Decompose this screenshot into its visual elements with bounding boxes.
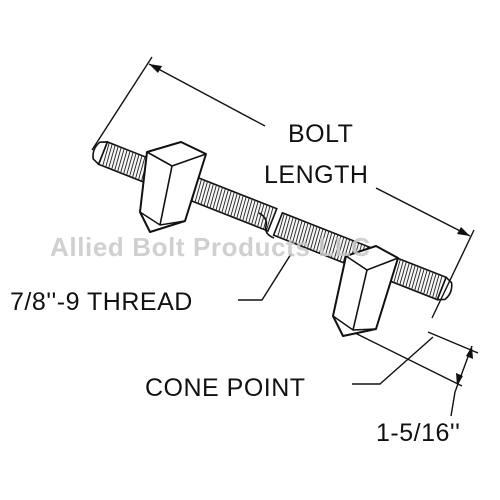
thread-line — [197, 180, 205, 204]
thread-line — [203, 182, 211, 206]
thread-line — [105, 143, 113, 168]
point-length-arrow-bottom — [456, 373, 463, 386]
thread-line — [257, 203, 265, 228]
thread-line — [129, 153, 137, 177]
thread-line — [327, 233, 336, 257]
thread-line — [426, 272, 434, 296]
thread-line — [245, 198, 253, 223]
thread-line — [283, 215, 291, 240]
thread-line — [333, 235, 342, 260]
bolt-length-label-line1: BOLT — [288, 120, 353, 148]
thread-line — [298, 221, 306, 246]
thread-line — [236, 195, 244, 219]
point-length-extension-top — [427, 331, 479, 354]
point-length-leader — [450, 391, 456, 417]
thread-line — [277, 213, 285, 237]
thread-line — [432, 274, 440, 298]
thread-line — [423, 270, 431, 295]
thread-line — [221, 189, 229, 213]
thread-line — [336, 236, 345, 261]
thread-line — [330, 234, 339, 259]
bolt-length-arrow-left — [149, 64, 162, 73]
thread-line — [342, 239, 351, 263]
thread-line — [301, 222, 309, 247]
thread-line — [312, 227, 321, 251]
thread-line — [324, 232, 333, 256]
watermark-text: Allied Bolt Products LLC — [50, 232, 371, 262]
thread-line — [209, 184, 217, 209]
thread-line — [194, 178, 203, 203]
thread-line — [396, 260, 404, 284]
thread-line — [102, 142, 110, 167]
thread-line — [339, 238, 348, 262]
thread-line — [417, 268, 425, 293]
bolt-length-dimension-line-right — [375, 187, 471, 237]
thread-line — [414, 267, 422, 291]
bolt-length-dimension-line-left — [148, 63, 266, 127]
thread-line — [239, 196, 247, 220]
thread-line — [111, 146, 119, 170]
thread-line — [292, 219, 300, 243]
thread-line — [135, 155, 143, 179]
thread-line — [315, 228, 324, 253]
thread-line — [429, 273, 437, 297]
thread-line — [242, 197, 250, 222]
thread-line — [304, 224, 312, 248]
cone-point-label: CONE POINT — [145, 374, 306, 402]
point-length-arrow-top — [466, 346, 473, 359]
thread-leader-line — [238, 253, 292, 301]
thread-line — [280, 214, 288, 239]
thread-line — [318, 229, 327, 254]
thread-line — [117, 148, 125, 172]
thread-line — [295, 220, 303, 244]
thread-line — [215, 187, 223, 211]
thread-line — [224, 190, 232, 215]
thread-line — [212, 185, 220, 210]
left-cone-point — [92, 141, 109, 166]
bolt-length-label-line2: LENGTH — [264, 161, 368, 189]
thread-line — [218, 188, 226, 212]
right-hex-nut — [332, 245, 399, 337]
thread-line — [310, 226, 318, 250]
thread-line — [120, 149, 128, 174]
thread-line — [138, 156, 146, 181]
thread-spec-label: 7/8''-9 THREAD — [10, 288, 193, 316]
thread-line — [248, 200, 256, 224]
thread-line — [435, 275, 443, 300]
thread-line — [108, 144, 116, 169]
thread-line — [321, 231, 330, 255]
thread-line — [411, 266, 419, 290]
thread-line — [206, 183, 214, 208]
thread-line — [251, 201, 259, 225]
thread-line — [402, 262, 410, 287]
shank-break-line — [258, 212, 275, 239]
thread-line — [123, 150, 131, 175]
thread-line — [132, 154, 140, 178]
thread-line — [266, 207, 274, 231]
point-length-label: 1-5/16'' — [376, 419, 460, 447]
cone-point-leader-line — [352, 336, 434, 385]
bolt-length-arrow-right — [457, 227, 470, 236]
bolt-length-extension-right — [431, 229, 475, 319]
thread-line — [114, 147, 122, 171]
thread-line — [254, 202, 262, 226]
thread-line — [126, 151, 134, 176]
thread-line — [233, 194, 241, 218]
thread-line — [408, 265, 416, 289]
bolt-length-extension-left — [91, 56, 153, 151]
left-hex-nut — [139, 141, 207, 233]
thread-line — [393, 259, 401, 283]
thread-line — [286, 216, 294, 241]
thread-line — [307, 225, 315, 249]
thread-line — [227, 191, 235, 216]
thread-line — [263, 205, 271, 230]
thread-line — [399, 261, 407, 285]
thread-line — [289, 218, 297, 242]
thread-line — [405, 263, 413, 288]
thread-line — [200, 181, 208, 205]
thread-line — [230, 193, 238, 217]
thread-line — [420, 269, 428, 294]
